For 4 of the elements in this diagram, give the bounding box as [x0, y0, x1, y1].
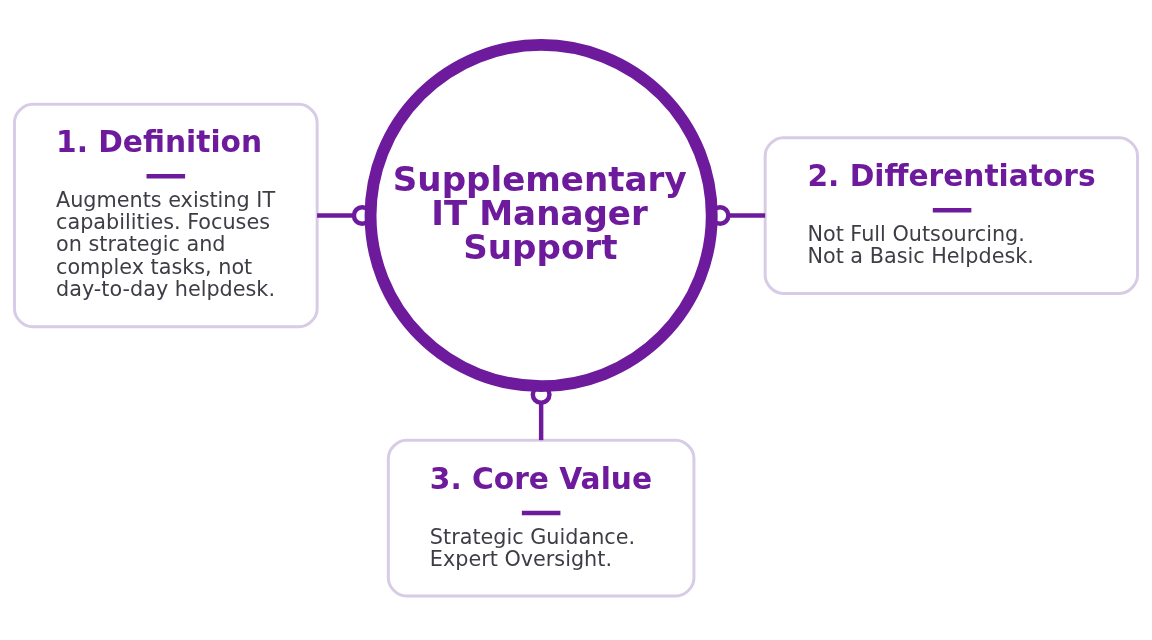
node-box: 1. Definition Augments existing IT capabilities. Focuses on strategic and complex tasks, not day-to-day helpdesk.	[13, 102, 319, 328]
node-circle: Supplementary IT Manager Support	[364, 38, 718, 392]
node-box: 2. Differentiators Not Full Outsourcing. Not a Basic Helpdesk.	[763, 135, 1139, 295]
node-box: 3. Core Value Strategic Guidance. Expert Oversight.	[386, 438, 696, 598]
